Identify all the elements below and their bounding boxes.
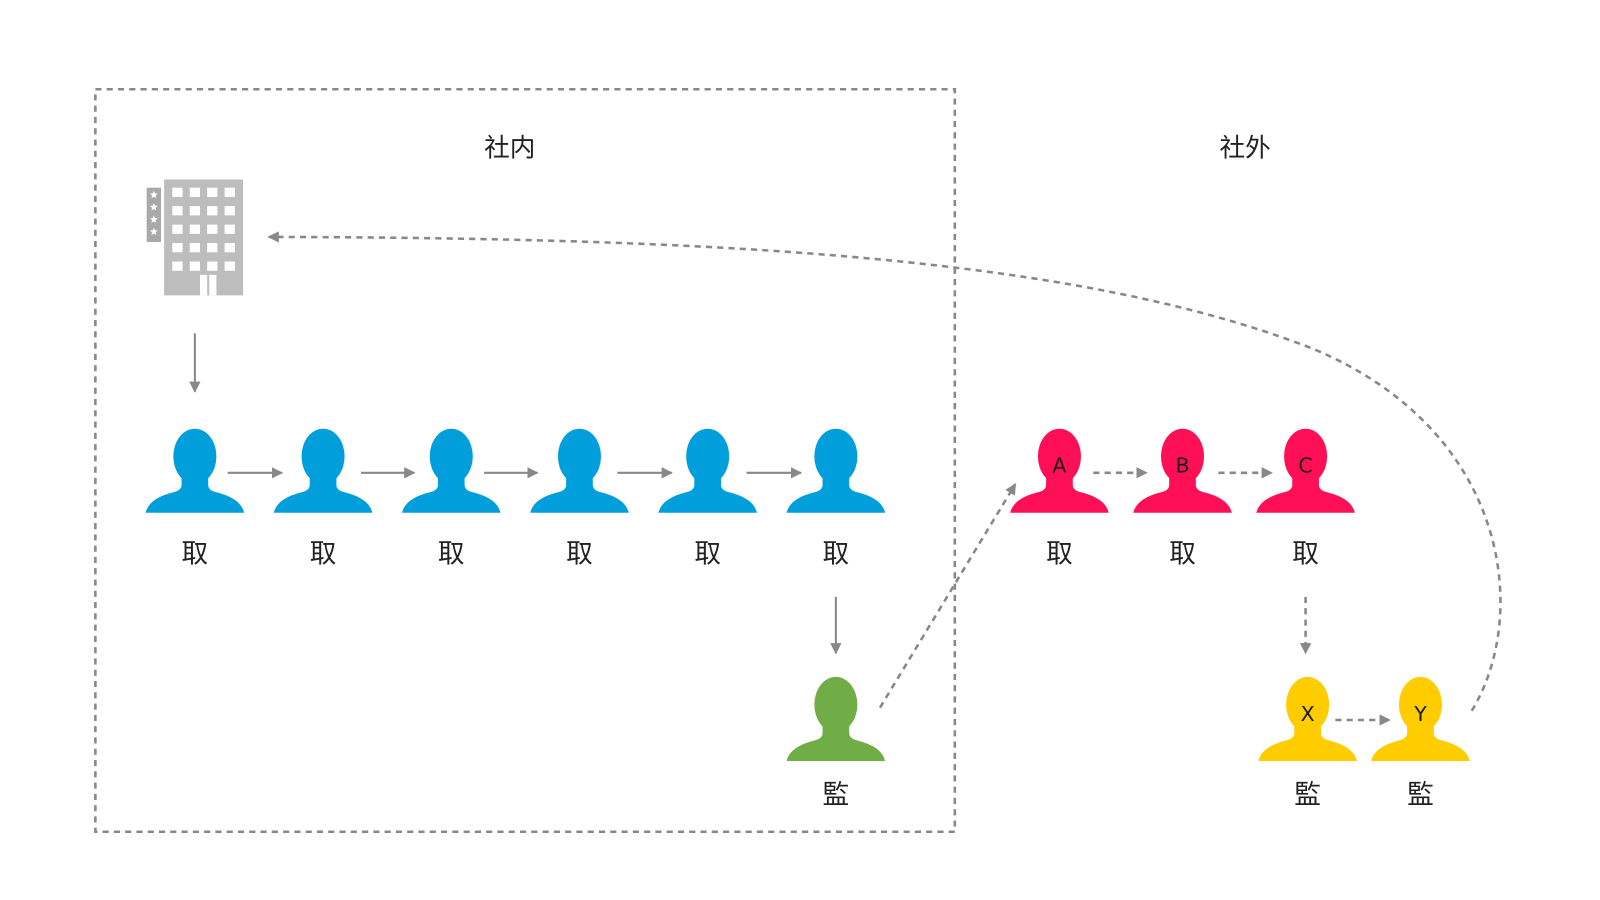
person-icon (530, 428, 629, 513)
building-window (207, 187, 218, 197)
head-letter: B (1175, 454, 1189, 478)
building-sign-star-icon (149, 203, 158, 211)
building-window (224, 243, 235, 253)
head-letter: A (1052, 454, 1066, 478)
building-window (189, 243, 200, 253)
internal-section-title: 社内 (484, 134, 535, 164)
building-window (224, 187, 235, 197)
external-director-c: C 取 (1256, 428, 1355, 569)
role-label: 取 (1046, 538, 1073, 569)
building-window (224, 224, 235, 234)
building-window (172, 187, 183, 197)
arrow-external-y-to-building (267, 231, 1502, 712)
building-window (172, 261, 183, 271)
external-director-b: B 取 (1133, 428, 1232, 569)
arrow-auditor-to-external-a (878, 483, 1017, 709)
role-label: 監 (1294, 779, 1321, 810)
external-auditor-y: Y 監 (1371, 676, 1470, 810)
building-window (172, 206, 183, 216)
person-icon (786, 428, 886, 513)
internal-director-1: 取 (145, 428, 245, 569)
role-label: 取 (694, 538, 721, 569)
building-window (224, 261, 235, 271)
person-icon (402, 428, 501, 513)
internal-boundary-frame (94, 87, 957, 834)
building-sign-star-icon (149, 215, 158, 223)
person-icon (658, 428, 757, 513)
building-window (189, 187, 200, 197)
building-window (224, 206, 235, 216)
building-icon (146, 179, 244, 296)
person-icon (145, 428, 245, 513)
building-window (207, 243, 218, 253)
role-label: 取 (566, 538, 593, 569)
head-letter: Y (1413, 702, 1427, 726)
building-sign (146, 187, 162, 243)
person-icon (786, 676, 886, 761)
head-letter: X (1301, 702, 1315, 726)
building-window (189, 261, 200, 271)
external-section-title: 社外 (1219, 134, 1270, 164)
external-auditor-x: X 監 (1258, 676, 1357, 810)
role-label: 取 (823, 538, 850, 569)
building-window (189, 224, 200, 234)
external-director-a: A 取 (1010, 428, 1109, 569)
building-window (189, 206, 200, 216)
role-label: 取 (438, 538, 465, 569)
role-label: 取 (182, 538, 209, 569)
role-label: 監 (823, 779, 850, 810)
person-icon (273, 428, 373, 513)
internal-auditor: 監 (786, 676, 886, 810)
head-letter: C (1298, 454, 1312, 478)
building-window (172, 243, 183, 253)
building-window (172, 224, 183, 234)
building-sign-star-icon (149, 190, 158, 199)
role-label: 取 (1169, 538, 1196, 569)
building-window (207, 261, 218, 271)
building-window (207, 224, 218, 234)
role-label: 監 (1407, 779, 1434, 810)
internal-director-2: 取 (273, 428, 373, 569)
building-window (207, 206, 218, 216)
internal-director-6: 取 (786, 428, 886, 569)
internal-director-5: 取 (658, 428, 757, 569)
role-label: 取 (1292, 538, 1319, 569)
building-sign-star-icon (149, 227, 158, 236)
internal-director-4: 取 (530, 428, 629, 569)
internal-director-3: 取 (402, 428, 501, 569)
role-label: 取 (310, 538, 337, 569)
